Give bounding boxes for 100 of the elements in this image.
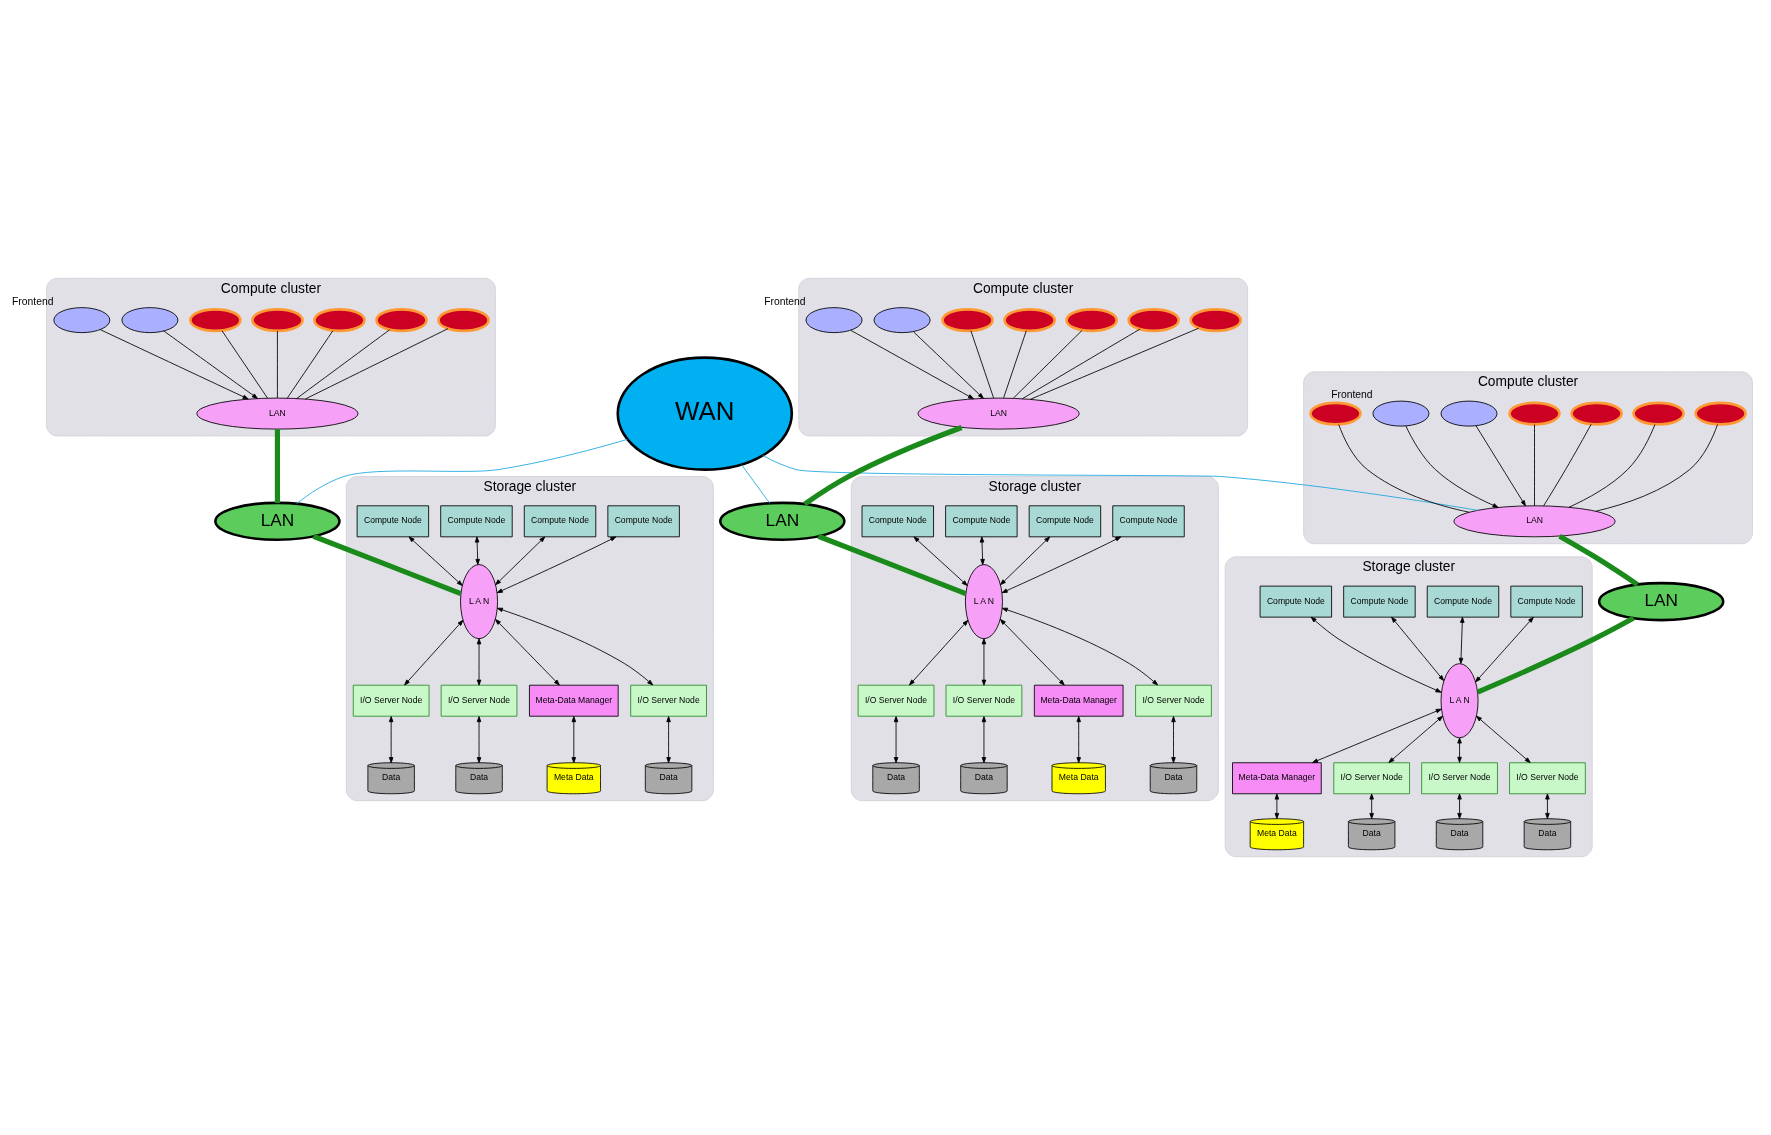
node-ellipse bbox=[1632, 401, 1685, 426]
node-ellipse bbox=[1508, 401, 1561, 426]
node-ellipse bbox=[1694, 401, 1747, 426]
arrow bbox=[1388, 715, 1444, 763]
connector bbox=[1003, 330, 1027, 399]
connector bbox=[1543, 423, 1592, 507]
node-box: Compute Node bbox=[523, 505, 597, 538]
connector bbox=[312, 533, 462, 597]
node-ellipse bbox=[1440, 400, 1498, 427]
arrow bbox=[913, 331, 984, 399]
arrow bbox=[1001, 536, 1122, 594]
arrow bbox=[408, 536, 463, 586]
node-ellipse bbox=[1003, 308, 1056, 333]
arrow bbox=[474, 536, 480, 565]
arrow bbox=[1475, 616, 1534, 683]
node-ellipse bbox=[873, 307, 931, 334]
connector bbox=[1029, 327, 1200, 400]
node-ellipse bbox=[941, 308, 994, 333]
connector bbox=[1568, 424, 1656, 508]
connector bbox=[304, 328, 449, 400]
node-box: Compute Node bbox=[1426, 585, 1500, 618]
node-box: I/O Server Node bbox=[440, 684, 518, 717]
connector bbox=[274, 429, 280, 503]
arrow bbox=[1076, 716, 1081, 764]
node-ellipse: LAN bbox=[719, 501, 846, 542]
node-box: I/O Server Node bbox=[1333, 762, 1410, 795]
node-ellipse bbox=[251, 308, 304, 333]
connector bbox=[817, 533, 967, 597]
arrow bbox=[850, 329, 974, 400]
arrow bbox=[1310, 616, 1442, 693]
connector bbox=[1338, 424, 1470, 513]
arrow bbox=[1391, 616, 1445, 681]
arrow bbox=[476, 638, 482, 686]
node-box: I/O Server Node bbox=[1421, 762, 1498, 795]
node-label: Frontend bbox=[12, 295, 54, 307]
connector bbox=[1558, 533, 1639, 587]
node-box: Compute Node bbox=[945, 505, 1018, 538]
connector bbox=[803, 425, 963, 507]
arrow bbox=[1274, 793, 1280, 819]
arrow bbox=[495, 619, 560, 686]
node-label: Frontend bbox=[764, 295, 806, 307]
arrow bbox=[1369, 793, 1374, 819]
arrow bbox=[1171, 716, 1176, 764]
node-box: Compute Node bbox=[356, 505, 430, 538]
node-box: Compute Node bbox=[861, 505, 934, 538]
node-ellipse bbox=[121, 307, 179, 334]
arrow bbox=[1001, 607, 1159, 686]
arrow bbox=[981, 638, 987, 686]
arrow bbox=[496, 536, 617, 594]
arrow bbox=[496, 607, 654, 686]
connector bbox=[296, 329, 390, 399]
arrow bbox=[495, 536, 546, 586]
node-ellipse bbox=[1189, 308, 1242, 333]
node-ellipse: L A N bbox=[965, 564, 1003, 640]
node-ellipse bbox=[1127, 308, 1180, 333]
connector bbox=[1013, 330, 1083, 399]
node-ellipse: L A N bbox=[460, 564, 498, 640]
arrow bbox=[571, 716, 577, 764]
node-box: I/O Server Node bbox=[1509, 762, 1586, 795]
node-box: I/O Server Node bbox=[945, 684, 1023, 717]
arrow bbox=[893, 716, 899, 764]
node-box: Compute Node bbox=[1343, 585, 1416, 618]
arrow bbox=[979, 536, 985, 565]
node-box: I/O Server Node bbox=[1135, 684, 1212, 717]
node-label: Frontend bbox=[1331, 389, 1373, 401]
connector bbox=[1595, 424, 1718, 512]
node-ellipse bbox=[1372, 400, 1430, 427]
connector bbox=[762, 455, 1478, 511]
arrow bbox=[1545, 793, 1550, 819]
connector bbox=[741, 464, 771, 504]
node-box: Compute Node bbox=[1259, 585, 1333, 618]
node-ellipse: LAN bbox=[1597, 581, 1725, 622]
arrow bbox=[388, 716, 394, 764]
node-box: Meta-Data Manager bbox=[1232, 762, 1322, 795]
node-box: Compute Node bbox=[440, 505, 513, 538]
connector bbox=[1021, 328, 1141, 400]
node-ellipse bbox=[805, 307, 863, 334]
node-ellipse bbox=[53, 307, 111, 334]
arrow bbox=[913, 536, 968, 586]
arrow bbox=[1457, 737, 1462, 763]
node-box: Compute Node bbox=[1112, 505, 1185, 538]
node-ellipse bbox=[1065, 308, 1118, 333]
node-ellipse bbox=[189, 308, 242, 333]
node-box: I/O Server Node bbox=[630, 684, 707, 717]
arrow bbox=[476, 716, 482, 764]
connector bbox=[970, 330, 994, 399]
node-box: Compute Node bbox=[1510, 585, 1583, 618]
arrow bbox=[1457, 793, 1462, 819]
arrow bbox=[981, 716, 987, 764]
arrow bbox=[99, 329, 249, 400]
arrow bbox=[909, 619, 969, 686]
node-box: Meta-Data Manager bbox=[1033, 684, 1124, 717]
node-ellipse bbox=[313, 308, 366, 333]
connector bbox=[286, 330, 334, 399]
arrow bbox=[1475, 425, 1526, 507]
node-box: I/O Server Node bbox=[857, 684, 935, 717]
arrow bbox=[666, 716, 671, 764]
node-box: I/O Server Node bbox=[352, 684, 430, 717]
arrow bbox=[404, 619, 464, 686]
connector bbox=[1476, 615, 1635, 695]
